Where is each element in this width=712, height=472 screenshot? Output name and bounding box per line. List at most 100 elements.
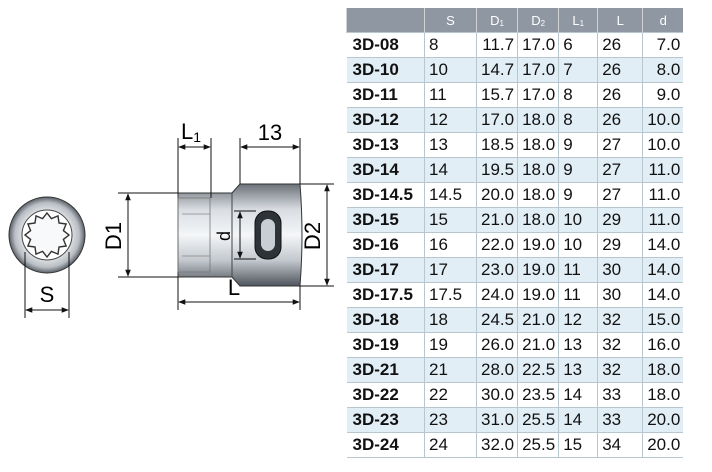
value-cell: 16	[424, 232, 477, 258]
value-cell: 15.7	[475, 82, 518, 108]
value-cell: 9	[558, 157, 598, 183]
value-cell: 23	[424, 407, 477, 433]
value-cell: 18.0	[642, 357, 684, 383]
value-cell: 17.0	[517, 82, 559, 108]
column-header-3: D2	[517, 8, 559, 33]
value-cell: 22.0	[475, 232, 518, 258]
value-cell: 15	[558, 432, 598, 458]
value-cell: 26.0	[475, 332, 518, 358]
model-cell: 3D-23	[346, 407, 425, 433]
value-cell: 21.0	[517, 332, 559, 358]
value-cell: 18.0	[642, 382, 684, 408]
value-cell: 26	[597, 32, 643, 58]
model-cell: 3D-08	[346, 32, 425, 58]
model-cell: 3D-11	[346, 82, 425, 108]
value-cell: 17.5	[424, 282, 477, 308]
socket-diagram: S L1 13 D1 d D2	[8, 119, 334, 318]
value-cell: 13	[558, 332, 598, 358]
drive-square-highlight	[261, 219, 275, 251]
value-cell: 19.0	[517, 257, 559, 283]
value-cell: 17.0	[475, 107, 518, 133]
value-cell: 18.0	[517, 132, 559, 158]
value-cell: 25.5	[517, 407, 559, 433]
model-cell: 3D-13	[346, 132, 425, 158]
value-cell: 33	[597, 382, 643, 408]
value-cell: 27	[597, 157, 643, 183]
value-cell: 29	[597, 207, 643, 233]
value-cell: 31.0	[475, 407, 518, 433]
value-cell: 11	[558, 282, 598, 308]
model-cell: 3D-24	[346, 432, 425, 458]
model-cell: 3D-21	[346, 357, 425, 383]
value-cell: 30	[597, 257, 643, 283]
column-header-subscript: 1	[499, 18, 504, 28]
value-cell: 19	[424, 332, 477, 358]
value-cell: 22	[424, 382, 477, 408]
column-header-text: L	[616, 12, 624, 28]
dim-13-label: 13	[258, 120, 282, 145]
end-view-12-point-opening	[23, 211, 71, 259]
value-cell: 18.0	[517, 182, 559, 208]
value-cell: 12	[424, 107, 477, 133]
dim-d2-label: D2	[300, 222, 325, 250]
value-cell: 14	[558, 382, 598, 408]
value-cell: 14	[558, 407, 598, 433]
value-cell: 26	[597, 82, 643, 108]
value-cell: 32	[597, 357, 643, 383]
value-cell: 20.0	[642, 407, 684, 433]
opening-lead	[177, 197, 211, 273]
column-header-4: L1	[558, 8, 598, 33]
value-cell: 14	[424, 157, 477, 183]
value-cell: 23.5	[517, 382, 559, 408]
value-cell: 27	[597, 132, 643, 158]
column-header-text: d	[659, 12, 667, 28]
dim-d-label: d	[214, 231, 234, 241]
value-cell: 20.0	[475, 182, 518, 208]
value-cell: 18	[424, 307, 477, 333]
value-cell: 20.0	[642, 432, 684, 458]
value-cell: 14.5	[424, 182, 477, 208]
value-cell: 27	[597, 182, 643, 208]
column-header-subscript: 2	[540, 18, 546, 28]
value-cell: 30.0	[475, 382, 518, 408]
value-cell: 16.0	[642, 332, 684, 358]
value-cell: 15	[424, 207, 477, 233]
value-cell: 10	[558, 232, 598, 258]
value-cell: 23.0	[475, 257, 518, 283]
value-cell: 33	[597, 407, 643, 433]
dim-l-label: L	[228, 275, 240, 300]
value-cell: 21.0	[517, 307, 559, 333]
value-cell: 14.0	[642, 232, 684, 258]
column-header-6: d	[642, 8, 684, 33]
value-cell: 19.5	[475, 157, 518, 183]
value-cell: 11.7	[475, 32, 518, 58]
value-cell: 10	[424, 57, 477, 83]
value-cell: 14.0	[642, 282, 684, 308]
value-cell: 19.0	[517, 282, 559, 308]
value-cell: 9.0	[642, 82, 684, 108]
value-cell: 26	[597, 57, 643, 83]
value-cell: 18.0	[517, 207, 559, 233]
value-cell: 8.0	[642, 57, 684, 83]
column-header-text: L	[572, 12, 580, 28]
value-cell: 32	[597, 332, 643, 358]
column-header-text: D	[531, 12, 541, 28]
value-cell: 10.0	[642, 107, 684, 133]
value-cell: 10	[558, 207, 598, 233]
model-cell: 3D-16	[346, 232, 425, 258]
value-cell: 18.5	[475, 132, 518, 158]
column-header-text: D	[490, 12, 500, 28]
model-cell: 3D-10	[346, 57, 425, 83]
value-cell: 9	[558, 182, 598, 208]
